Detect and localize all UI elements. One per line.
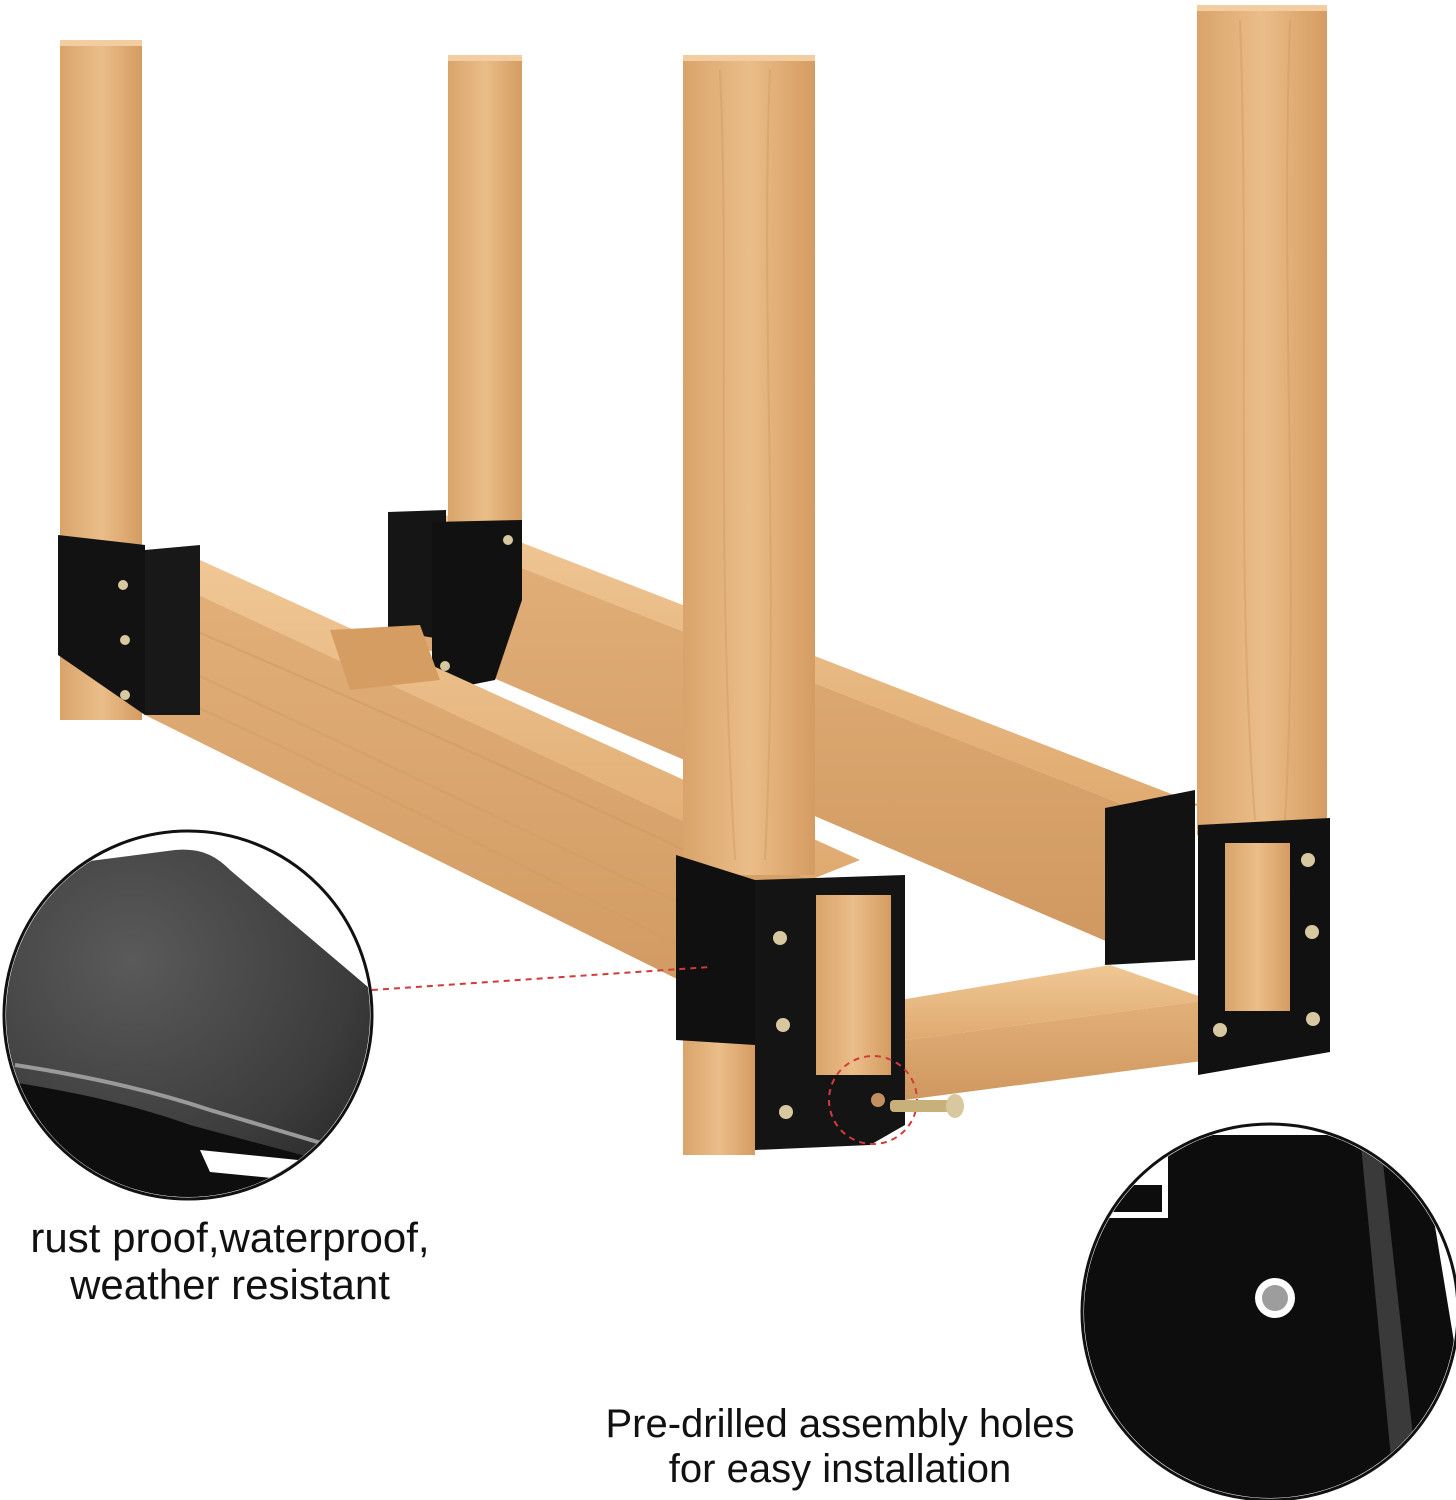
callout-connector <box>371 966 711 991</box>
inner-cross-beam <box>330 625 440 690</box>
screw-icon <box>440 661 450 671</box>
screw-icon <box>1301 853 1315 867</box>
screw-icon <box>1305 925 1319 939</box>
back-left-bracket <box>388 510 522 690</box>
front-left-bracket <box>58 535 200 715</box>
holes-caption-line1: Pre-drilled assembly holes <box>605 1402 1075 1446</box>
back-right-post <box>1197 5 1327 835</box>
screw-icon <box>120 690 130 700</box>
front-cross-beam <box>900 965 1210 1100</box>
holes-caption: Pre-drilled assembly holes for easy inst… <box>520 1402 1160 1492</box>
screw-icon <box>776 1018 790 1032</box>
front-center-post <box>683 55 815 1155</box>
coating-caption-line1: rust proof,waterproof, <box>30 1214 430 1261</box>
front-corner-bracket <box>676 855 964 1150</box>
coating-caption-line2: weather resistant <box>70 1261 390 1309</box>
coating-detail-circle <box>2 829 374 1201</box>
screw-icon <box>779 1105 793 1119</box>
coating-caption: rust proof,waterproof, weather resistant <box>0 1214 460 1308</box>
screw-icon <box>120 635 130 645</box>
holes-caption-line2: for easy installation <box>668 1446 1012 1491</box>
screw-icon <box>1306 1012 1320 1026</box>
hole-detail-circle <box>1080 1122 1456 1500</box>
screw-icon <box>503 535 513 545</box>
screw-icon <box>118 580 128 590</box>
screw-icon <box>773 931 787 945</box>
screw-detail-icon <box>890 1094 964 1118</box>
screw-icon <box>1213 1023 1227 1037</box>
back-left-post <box>448 55 522 530</box>
pre-drilled-hole-icon <box>871 1093 885 1107</box>
back-right-bracket <box>1105 790 1330 1075</box>
